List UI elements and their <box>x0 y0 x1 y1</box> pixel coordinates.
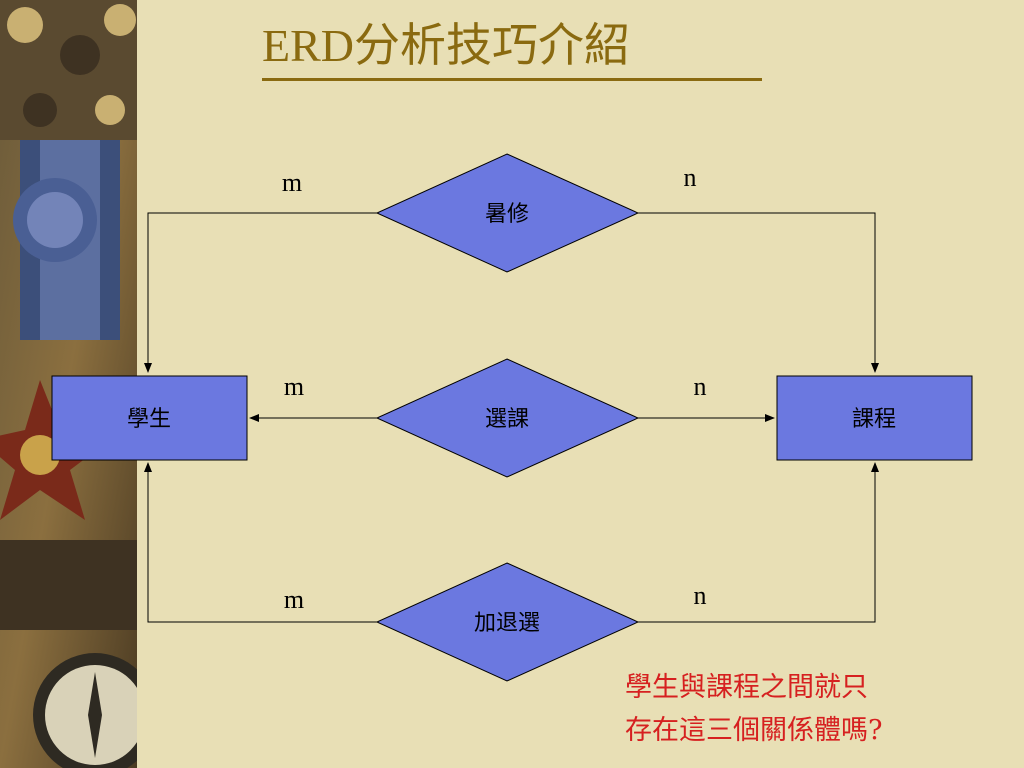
cardinality-enroll-left: m <box>284 372 304 401</box>
relationship-summer-label: 暑修 <box>485 202 529 227</box>
relationship-enroll-label: 選課 <box>485 407 529 432</box>
page-title: ERD分析技巧介紹 <box>262 20 630 71</box>
medal-icon <box>7 7 43 43</box>
cardinality-add-drop-right: n <box>694 581 707 610</box>
note-line-1: 學生與課程之間就只 <box>625 672 868 703</box>
connector-adddrop-student <box>144 462 377 623</box>
question-note: 學生與課程之間就只 存在這三個關係體嗎? <box>625 666 1015 752</box>
cardinality-enroll-right: n <box>694 372 707 401</box>
title-underline <box>262 78 762 81</box>
sidebar-decorative-image <box>0 0 137 768</box>
connector-adddrop-course <box>638 462 879 623</box>
entity-course-label: 課程 <box>852 407 896 432</box>
note-line-2: 存在這三個關係體嗎? <box>625 715 883 746</box>
relationship-add-drop-label: 加退選 <box>474 611 540 636</box>
connector-summer-course <box>638 212 879 373</box>
relationship-enroll: 選課 <box>375 358 640 478</box>
cardinality-summer-right: n <box>684 163 697 192</box>
cardinality-summer-left: m <box>282 168 302 197</box>
cardinality-add-drop-left: m <box>284 585 304 614</box>
entity-student: 學生 <box>51 375 248 461</box>
connector-summer-student <box>144 212 377 373</box>
relationship-summer: 暑修 <box>375 153 640 273</box>
compass-icon <box>88 672 102 758</box>
relationship-add-drop: 加退選 <box>375 562 640 682</box>
entity-student-label: 學生 <box>127 407 171 432</box>
entity-course: 課程 <box>776 375 973 461</box>
